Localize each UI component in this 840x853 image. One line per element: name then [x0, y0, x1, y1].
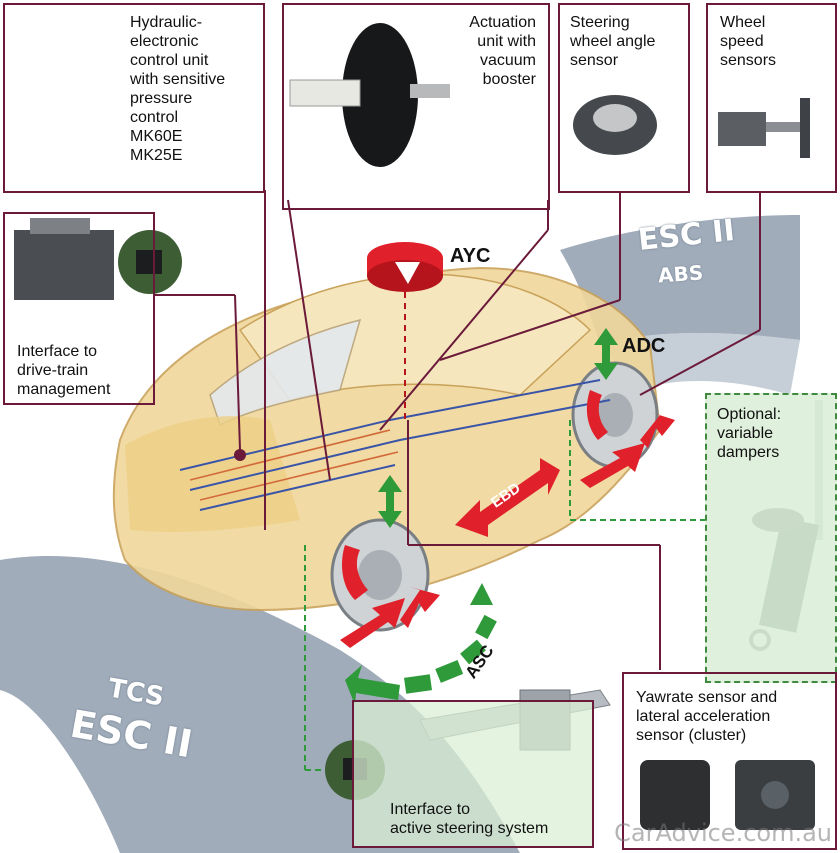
actuation-unit-box: Actuation unit with vacuum booster	[282, 3, 550, 210]
adc-arrow	[594, 328, 618, 380]
wheel-speed-sensor-image	[718, 98, 810, 158]
front-wheel	[330, 518, 430, 632]
yawrate-sensor-image	[640, 760, 815, 830]
hydraulic-unit-box: Hydraulic- electronic control unit with …	[3, 3, 265, 193]
engine-image	[14, 218, 182, 300]
steering-interface-box: Interface to active steering system	[352, 700, 594, 848]
car-windshield	[209, 318, 362, 427]
watermark: CarAdvice.com.au	[614, 819, 832, 847]
yawrate-sensor-box: Yawrate sensor and lateral acceleration …	[622, 672, 837, 850]
drivetrain-interface-label: Interface to drive-train management	[17, 343, 111, 398]
rear-brake-arrows	[580, 390, 675, 488]
wheel-speed-box: Wheel speed sensors	[706, 3, 837, 193]
vacuum-booster-image	[289, 23, 450, 167]
wheel-speed-label: Wheel speed sensors	[720, 14, 777, 69]
steering-angle-sensor-image	[573, 95, 657, 155]
wiring	[179, 379, 611, 511]
drivetrain-connector-dot	[234, 449, 246, 461]
ayc-rotation-arrow	[367, 242, 443, 292]
drivetrain-interface-box: Interface to drive-train management	[3, 212, 155, 405]
hydraulic-unit-label: Hydraulic- electronic control unit with …	[130, 14, 226, 164]
front-brake-arrows	[340, 545, 440, 648]
leader-lines	[155, 190, 761, 670]
front-damper-arrow	[378, 475, 402, 528]
optional-dampers-box: Optional: variable dampers	[705, 393, 837, 683]
ayc-tag: AYC	[450, 245, 491, 267]
steering-angle-box: Steering wheel angle sensor	[558, 3, 690, 193]
actuation-unit-label: Actuation unit with vacuum booster	[469, 14, 536, 88]
ebd-arrow	[455, 458, 560, 537]
adc-tag: ADC	[622, 335, 666, 357]
steering-interface-label: Interface to active steering system	[390, 801, 549, 837]
yawrate-sensor-label: Yawrate sensor and lateral acceleration …	[636, 689, 778, 744]
asc-arrow	[345, 583, 497, 705]
steering-angle-label: Steering wheel angle sensor	[570, 14, 656, 69]
rear-wheel	[571, 361, 659, 469]
optional-dampers-label: Optional: variable dampers	[717, 406, 782, 461]
upper-band-abs-label: ABS	[657, 260, 704, 288]
